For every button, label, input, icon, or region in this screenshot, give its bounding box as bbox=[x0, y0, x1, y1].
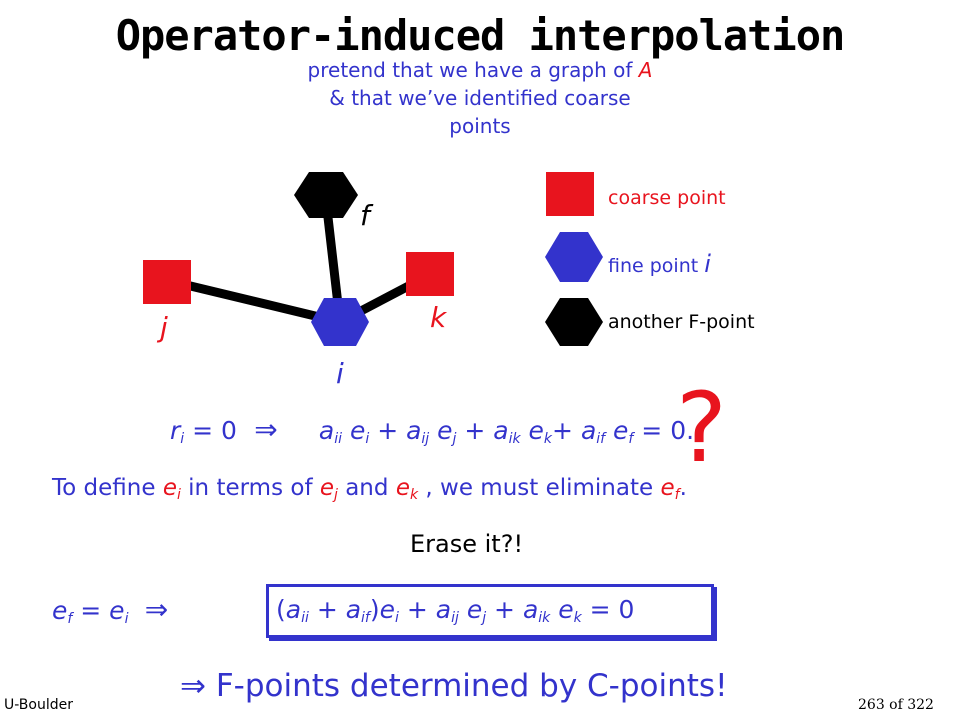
label-f: f bbox=[360, 199, 370, 232]
boxed-equation: (aii + aif)ei + aij ej + aik ek = 0 bbox=[276, 595, 635, 626]
slide-subtitle: pretend that we have a graph of A & that… bbox=[260, 56, 700, 140]
legend-another-label: another F-point bbox=[608, 311, 755, 333]
label-j: j bbox=[160, 311, 168, 344]
slide-title: Operator-induced interpolation bbox=[115, 11, 846, 60]
subtitle-line-2: & that we’ve identified coarse bbox=[329, 86, 631, 110]
conclusion-text: ⇒ F-points determined by C-points! bbox=[180, 668, 728, 704]
boxed-equation-frame bbox=[266, 584, 714, 638]
edge-i-j bbox=[173, 278, 345, 327]
node-j-square bbox=[143, 260, 191, 304]
label-i: i bbox=[336, 357, 344, 390]
node-f-hexagon bbox=[294, 172, 358, 218]
subtitle-line-1: pretend that we have a graph of A bbox=[307, 58, 653, 82]
footer-copyright: U-Boulder bbox=[4, 697, 73, 713]
graph-edges bbox=[173, 195, 425, 327]
equation-residual: ri = 0⇒aii ei + aij ej + aik ek+ aif ef … bbox=[170, 413, 695, 448]
equation-ef-equals-ei: ef = ei⇒ bbox=[52, 593, 169, 628]
question-mark: ? bbox=[676, 372, 727, 484]
legend-fine-hexagon bbox=[545, 232, 603, 282]
erase-text: Erase it?! bbox=[410, 530, 524, 558]
legend-fine-label: fine point i bbox=[608, 250, 711, 278]
footer-page-number: 263 of 322 bbox=[858, 697, 934, 713]
legend-coarse-label: coarse point bbox=[608, 187, 726, 209]
subtitle-var-a: A bbox=[638, 58, 653, 82]
legend-coarse-square bbox=[546, 172, 594, 216]
label-k: k bbox=[430, 301, 447, 334]
define-sentence: To define ei in terms of ej and ek , we … bbox=[52, 475, 687, 503]
node-i-hexagon bbox=[311, 298, 369, 346]
legend-fpoint-hexagon bbox=[545, 298, 603, 346]
node-k-square bbox=[406, 252, 454, 296]
subtitle-line-3: points bbox=[449, 114, 511, 138]
